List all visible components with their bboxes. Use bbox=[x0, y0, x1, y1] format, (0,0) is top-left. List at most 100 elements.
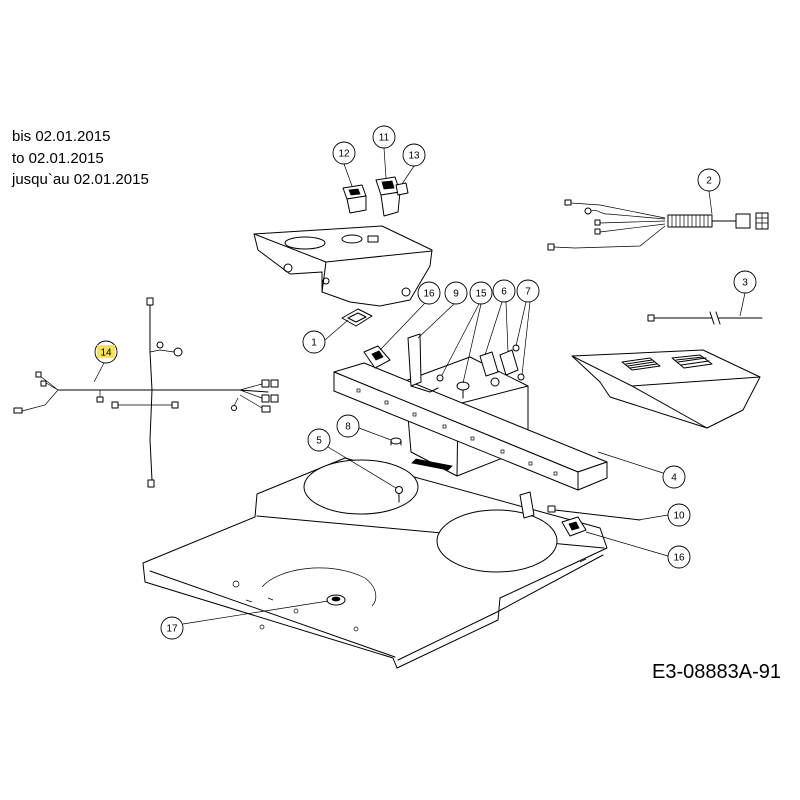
wire-terminal bbox=[594, 219, 601, 226]
wire-terminal bbox=[96, 396, 104, 403]
callout-5: 5 bbox=[307, 428, 331, 452]
wire bbox=[21, 375, 59, 412]
bracket-foot bbox=[410, 385, 439, 393]
nut-8 bbox=[390, 437, 402, 446]
callout-number: 5 bbox=[316, 436, 322, 447]
callout-12: 12 bbox=[332, 141, 356, 165]
frame-hole bbox=[470, 436, 475, 441]
switch-body bbox=[346, 195, 367, 214]
clip-slot bbox=[371, 350, 384, 361]
leader-line bbox=[708, 190, 713, 215]
hinge-plate bbox=[479, 351, 499, 377]
callout-16-bottom: 16 bbox=[667, 545, 691, 569]
leader-line bbox=[327, 446, 397, 489]
leader-line bbox=[358, 427, 392, 441]
cable-tie-10 bbox=[547, 505, 641, 521]
callout-circle bbox=[402, 143, 426, 167]
clip-16-top bbox=[363, 345, 391, 369]
validity-note-en: to 02.01.2015 bbox=[12, 150, 104, 167]
switch-cutout bbox=[341, 234, 363, 244]
bolt-head bbox=[517, 373, 525, 381]
wire-terminal bbox=[547, 243, 555, 251]
callout-number: 7 bbox=[525, 287, 531, 298]
callout-circle bbox=[492, 279, 516, 303]
leader-line bbox=[585, 531, 669, 557]
wire-terminal bbox=[13, 407, 23, 414]
cable-terminal bbox=[647, 314, 655, 322]
dash-panel-folds bbox=[253, 233, 433, 293]
ring-terminal bbox=[584, 207, 592, 215]
wire bbox=[570, 202, 666, 219]
dash-panel bbox=[253, 225, 433, 307]
callout-number: 11 bbox=[379, 133, 390, 144]
callout-4: 4 bbox=[662, 465, 686, 489]
wire-terminal bbox=[35, 371, 42, 378]
mounting-slot bbox=[411, 458, 453, 471]
switch-13 bbox=[395, 182, 409, 196]
dash-hole bbox=[283, 263, 293, 273]
hinge-pivot bbox=[490, 377, 500, 387]
mount-bracket bbox=[519, 491, 535, 519]
callout-number: 14 bbox=[100, 348, 112, 359]
bolt-head bbox=[395, 486, 403, 494]
callout-number: 1 bbox=[311, 338, 317, 349]
dash-panel-outline bbox=[253, 225, 433, 307]
dash-cutout bbox=[284, 236, 326, 250]
bracket-upright bbox=[407, 333, 422, 387]
callout-circle bbox=[307, 428, 331, 452]
leader-line bbox=[343, 163, 353, 187]
validity-notes: bis 02.01.2015 to 02.01.2015 jusqu`au 02… bbox=[11, 128, 149, 188]
wire bbox=[599, 220, 666, 224]
callout-number: 2 bbox=[706, 176, 712, 187]
harness-sleeve-ribs bbox=[671, 215, 709, 227]
leader-line bbox=[93, 362, 105, 383]
callout-circle bbox=[697, 168, 721, 192]
callout-9: 9 bbox=[444, 281, 468, 305]
grommet-opening bbox=[347, 312, 367, 323]
hinge-6 bbox=[479, 349, 519, 387]
grommet-inner bbox=[331, 596, 341, 602]
nut-sides bbox=[390, 440, 402, 446]
connector bbox=[261, 379, 270, 388]
connector bbox=[270, 394, 279, 403]
harness-trunk bbox=[57, 389, 269, 393]
cable-tie-head bbox=[547, 505, 556, 513]
deck-hole bbox=[259, 624, 265, 630]
callout-13: 13 bbox=[402, 143, 426, 167]
wire bbox=[233, 383, 263, 409]
callout-2: 2 bbox=[697, 168, 721, 192]
callout-16-top: 16 bbox=[417, 281, 441, 305]
callout-number: 15 bbox=[475, 289, 487, 300]
frame-end-face bbox=[577, 461, 608, 491]
vent-grille bbox=[671, 354, 713, 369]
cable-tie-strap bbox=[554, 509, 641, 521]
validity-note-fr: jusqu`au 02.01.2015 bbox=[11, 171, 149, 188]
callout-circle bbox=[733, 270, 757, 294]
wire bbox=[590, 209, 666, 220]
vent-grille bbox=[621, 357, 661, 371]
side-cover-folds bbox=[571, 355, 761, 429]
wire-terminal bbox=[594, 228, 601, 235]
deck-opening-right bbox=[436, 509, 558, 573]
wire-terminal bbox=[147, 479, 155, 488]
wire-terminal bbox=[146, 297, 154, 306]
callout-circle bbox=[667, 503, 691, 527]
callout-circle bbox=[160, 616, 184, 640]
switch-body bbox=[380, 191, 401, 217]
grommet-1 bbox=[341, 308, 373, 327]
grommet-17 bbox=[326, 594, 346, 606]
callout-circle bbox=[336, 414, 360, 438]
switch-12 bbox=[342, 184, 367, 214]
wire-terminal bbox=[111, 401, 119, 409]
cable-3 bbox=[647, 311, 763, 325]
deck-front-lip bbox=[149, 570, 396, 658]
callout-number: 10 bbox=[673, 511, 685, 522]
frame-hole bbox=[412, 412, 417, 417]
side-cover-outline bbox=[571, 349, 761, 429]
connector bbox=[270, 379, 279, 388]
callout-circle bbox=[469, 281, 493, 305]
hinge-plate bbox=[499, 349, 519, 376]
ring-terminal bbox=[173, 347, 183, 357]
callout-number: 8 bbox=[345, 422, 351, 433]
